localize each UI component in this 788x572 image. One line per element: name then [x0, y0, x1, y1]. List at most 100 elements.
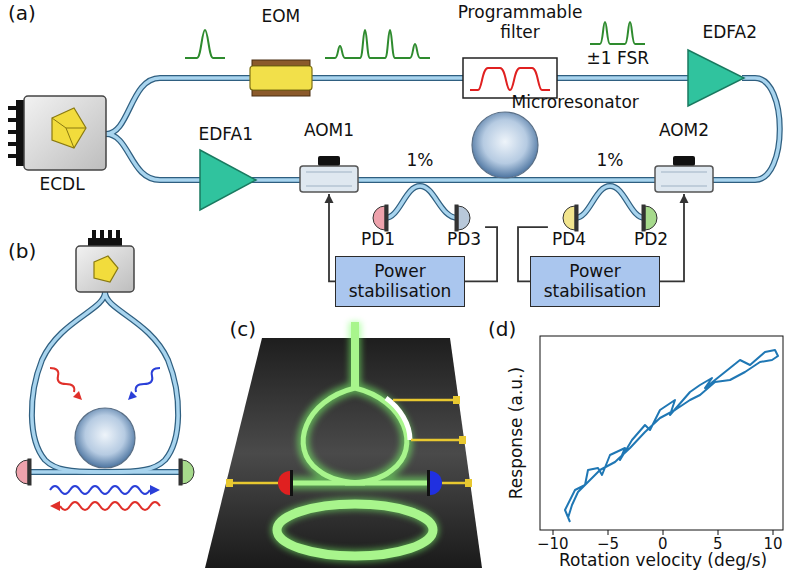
- photodiode-symbol-part: [642, 205, 645, 231]
- panel-letter: (a): [8, 2, 36, 26]
- laser-symbol-part: [8, 142, 18, 146]
- photodiode-symbol-part: [458, 206, 470, 230]
- fibre-core-part: [711, 78, 780, 180]
- detector-spacer: [443, 205, 485, 229]
- eom-symbol-part: [250, 66, 312, 90]
- fibre-core-part: [575, 186, 645, 218]
- plot-axes-part: [718, 530, 719, 535]
- laser-symbol-part: [116, 230, 120, 238]
- light-wave-arrow-part: [128, 391, 137, 400]
- laser-symbol-part: [100, 230, 104, 238]
- chip-illustration-part: [277, 322, 433, 556]
- photodiode-symbol-part: [575, 205, 578, 231]
- response-curve: [565, 350, 778, 522]
- chip-illustration-part: [290, 470, 293, 496]
- tick-label: 5: [713, 536, 723, 554]
- aom-symbol-part: [673, 156, 695, 166]
- photodiode-node: PD4: [548, 205, 590, 249]
- panel-letter: (b): [8, 240, 36, 264]
- plot-axes-part: [540, 336, 783, 530]
- axis-title: Rotation velocity (deg/s): [559, 550, 767, 570]
- plot-axes-part: [773, 530, 774, 535]
- node-text: Power stabilisation: [537, 261, 653, 302]
- chip-illustration-part-part: [229, 482, 278, 485]
- photodiode-symbol-part: [16, 460, 28, 484]
- laser-symbol-part: [8, 154, 18, 158]
- photodiode-symbol-part: [455, 205, 458, 231]
- node-text: AOM2: [659, 120, 709, 140]
- photodiode-symbol-part: [182, 460, 194, 484]
- fibre-outline-part: [385, 186, 458, 218]
- panel-letter: (c): [230, 318, 257, 342]
- node-text: AOM1: [304, 120, 354, 140]
- laser-symbol-part: [94, 256, 118, 282]
- laser-symbol-part: [8, 118, 18, 122]
- laser-symbol-part: [76, 246, 134, 292]
- arrow-head: [325, 194, 334, 203]
- chip-illustration: [205, 322, 482, 568]
- photodiode-symbol-part: [563, 206, 575, 230]
- microresonator-disk: [75, 408, 135, 468]
- light-wave-arrow-part: [73, 391, 82, 400]
- photodiode-symbol: [16, 459, 194, 485]
- process-box: Power stabilisation: [335, 256, 465, 307]
- pulse-train: [185, 22, 645, 58]
- laser-symbol-part: [8, 130, 18, 134]
- chip-illustration-part: [205, 338, 482, 568]
- component-label: Microresonator: [512, 92, 639, 112]
- filter-symbol-part: [470, 68, 550, 90]
- fibre-core-part: [32, 292, 182, 472]
- photodiode-node: PD3: [443, 205, 485, 249]
- chip-illustration-part-part: [226, 479, 233, 487]
- fibre-core-part: [28, 292, 178, 472]
- chip-illustration-part-part: [411, 439, 463, 442]
- tick-label: 0: [658, 536, 668, 554]
- laser-symbol-part: [52, 118, 86, 128]
- photodiode-symbol-part: [373, 206, 385, 230]
- fibre-outline-part: [28, 292, 178, 472]
- chip-illustration-part-part: [453, 396, 460, 404]
- axis-title: Response (a.u.): [506, 367, 526, 499]
- chip-illustration-part-part: [303, 388, 365, 483]
- eom-symbol: [250, 60, 312, 96]
- fibre-outline-part: [32, 292, 182, 472]
- laser-symbol-part: [92, 230, 96, 238]
- plot-axes-part: [553, 530, 554, 535]
- chip-illustration-part: [278, 471, 290, 495]
- laser-symbol-part: [108, 230, 112, 238]
- fibre-outline-part: [106, 78, 690, 134]
- light-wave-arrow-part: [50, 501, 60, 511]
- aom-symbol-part: [306, 172, 352, 173]
- chip-illustration-part: [427, 470, 430, 496]
- aom-symbol-part: [655, 166, 713, 192]
- detector-label: PD2: [634, 229, 668, 249]
- light-wave-arrow: [50, 368, 160, 511]
- fibre-outline-part: [575, 186, 645, 218]
- chip-illustration-part-part: [351, 322, 359, 388]
- aom-symbol-part: [306, 186, 352, 187]
- chip-illustration-part-part: [393, 399, 457, 402]
- light-wave-arrow-part: [136, 368, 160, 392]
- fibre-core-part: [106, 78, 690, 134]
- aom-node: AOM1: [300, 120, 358, 194]
- photodiode-symbol-part: [385, 205, 388, 231]
- component-label: EDFA2: [703, 22, 758, 42]
- node-text: Power stabilisation: [342, 261, 458, 302]
- laser-symbol-part: [52, 108, 86, 148]
- coupler-ratio: 1%: [407, 150, 434, 170]
- chip-illustration-part: [277, 322, 433, 556]
- chip-illustration-part-part: [277, 504, 433, 556]
- aom-node: AOM2: [655, 120, 713, 194]
- tick-label: −10: [537, 536, 569, 554]
- node-text: PD4: [552, 229, 586, 249]
- component-label: EDFA1: [199, 124, 254, 144]
- aom-symbol-part: [300, 166, 358, 192]
- arrow-head: [680, 194, 689, 203]
- chip-illustration-part-part: [442, 482, 469, 485]
- control-connector: [325, 194, 336, 281]
- coupler-ratio: 1%: [597, 150, 624, 170]
- node-text: PD3: [447, 229, 481, 249]
- chip-illustration-part-part: [345, 388, 407, 483]
- fibre-core-part: [385, 186, 458, 218]
